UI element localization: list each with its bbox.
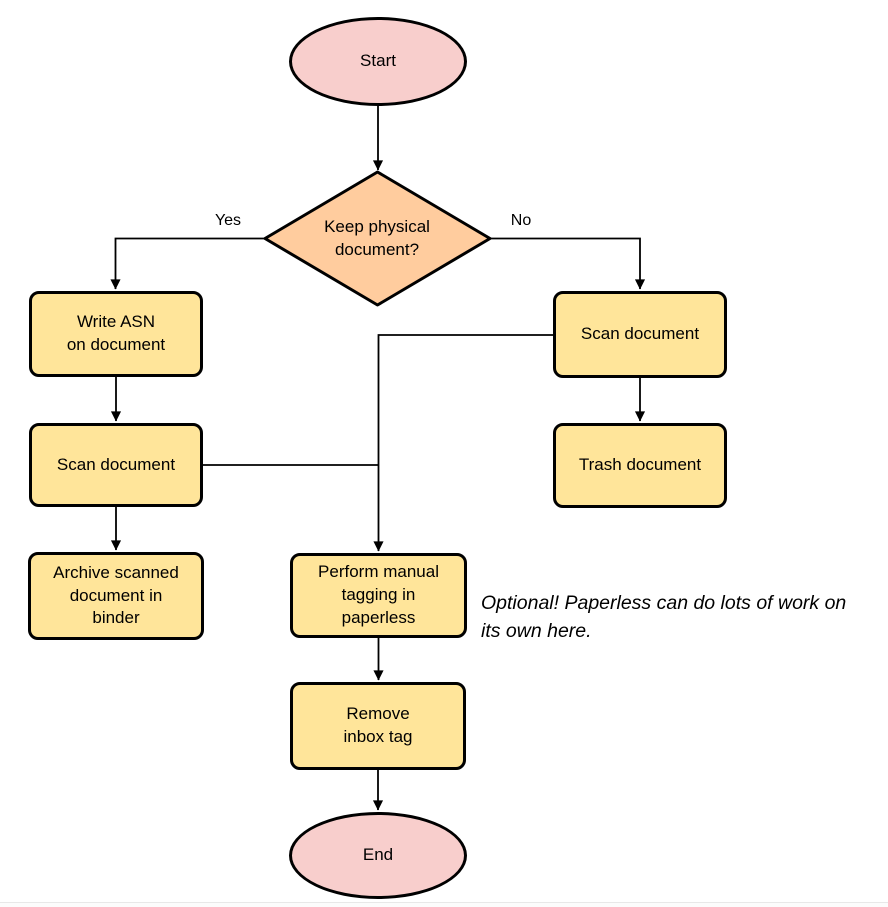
node-scan-document-right: Scan document [553, 291, 727, 378]
edge-label-yes: Yes [214, 212, 242, 229]
node-start: Start [289, 17, 467, 106]
page-bottom-divider [0, 902, 888, 907]
node-scan-document-left: Scan document [29, 423, 203, 507]
node-trash-document: Trash document [553, 423, 727, 508]
node-end: End [289, 812, 467, 899]
node-decision-label: Keep physical document? [324, 217, 430, 259]
node-archive-document: Archive scanned document in binder [28, 552, 204, 640]
node-manual-tagging: Perform manual tagging in paperless [290, 553, 467, 638]
edge-scanright-to-tagging [373, 334, 553, 552]
node-write-asn: Write ASN on document [29, 291, 203, 377]
node-remove-inbox-tag: Remove inbox tag [290, 682, 466, 770]
optional-annotation: Optional! Paperless can do lots of work … [481, 592, 847, 642]
edge-decision-yes [110, 237, 265, 290]
edge-decision-no [490, 237, 646, 290]
edge-label-no: No [510, 212, 532, 229]
